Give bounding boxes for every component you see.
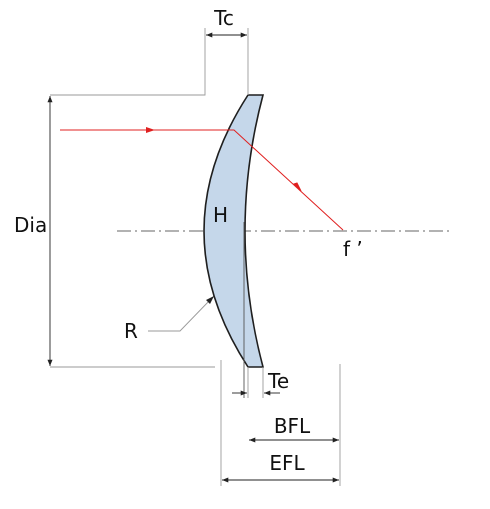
ray-arrow-2 bbox=[293, 182, 302, 192]
tc-label: Tc bbox=[213, 6, 234, 30]
dia-label: Dia bbox=[14, 213, 47, 237]
te-label: Te bbox=[267, 369, 289, 393]
r-label: R bbox=[124, 319, 138, 343]
bfl-label: BFL bbox=[274, 414, 311, 438]
efl-label: EFL bbox=[269, 451, 305, 475]
meniscus-lens bbox=[203, 94, 265, 368]
ray-arrow-1 bbox=[146, 127, 155, 133]
focal-point-label: f ’ bbox=[343, 237, 363, 261]
tc-extension-left bbox=[50, 28, 206, 96]
h-label: H bbox=[213, 203, 228, 227]
r-leader-arrow bbox=[206, 296, 214, 304]
r-leader bbox=[148, 298, 212, 332]
ray-path bbox=[60, 129, 344, 231]
